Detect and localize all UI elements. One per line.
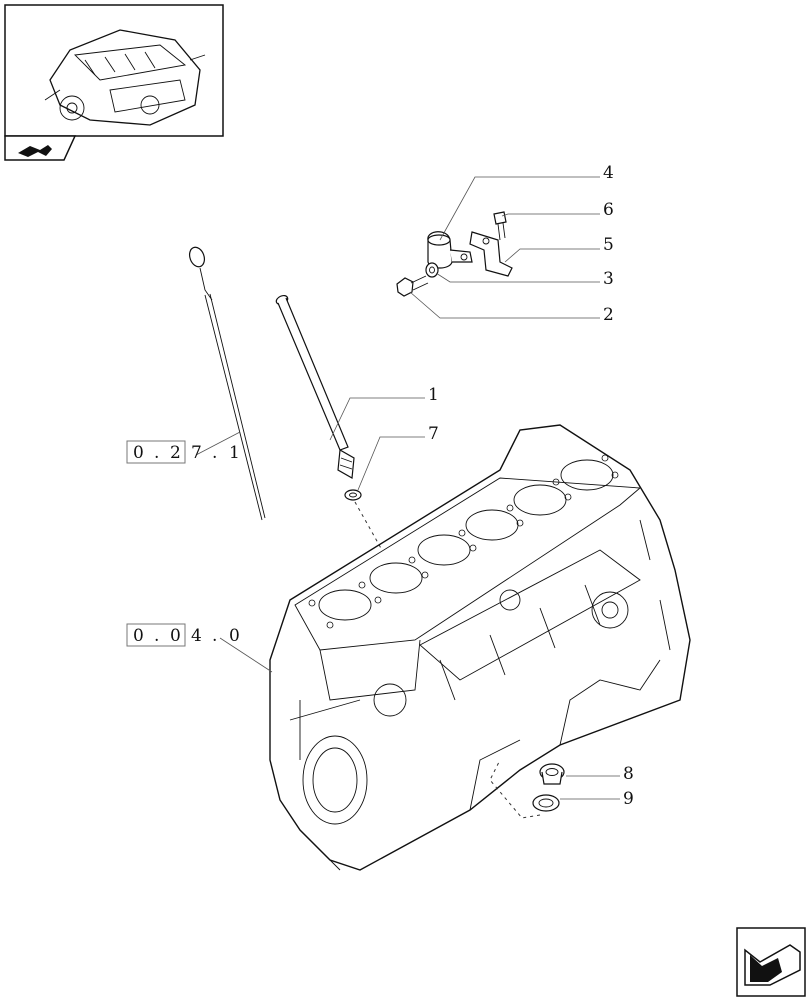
part-3-washer	[425, 262, 439, 278]
assembly-axis-plug	[489, 759, 541, 819]
ref-a-digit-2: 2	[170, 443, 181, 463]
callout-labels: 4 6 5 3 2 1 7 8 9	[428, 163, 634, 809]
callout-8[interactable]: 8	[623, 764, 634, 784]
callout-3[interactable]: 3	[603, 269, 614, 289]
ref-b-dot-1: .	[154, 626, 159, 646]
part-9-washer	[532, 794, 560, 812]
callout-6[interactable]: 6	[603, 200, 614, 220]
part-6-screw	[493, 211, 507, 241]
dipstick	[188, 246, 266, 521]
engine-thumbnail-icon	[44, 29, 206, 126]
part-5-bracket	[469, 231, 513, 277]
ref-b-digit-2: 0	[170, 626, 181, 646]
ref-b-digit-1: 0	[133, 626, 144, 646]
ref-b-digit-3: 4	[191, 626, 202, 646]
callout-2[interactable]: 2	[603, 305, 614, 325]
ref-a-digit-4: 1	[229, 443, 240, 463]
part-1-tube	[275, 294, 355, 479]
callout-4[interactable]: 4	[603, 163, 614, 183]
ref-a-digit-3: 7	[191, 443, 202, 463]
engine-block	[269, 424, 691, 871]
part-8-plug	[539, 763, 565, 785]
next-page-arrow-icon	[744, 944, 801, 986]
assembly-axis-tube	[354, 501, 383, 551]
callout-1[interactable]: 1	[428, 385, 439, 405]
ref-b-digit-4: 0	[229, 626, 240, 646]
ref-a-digit-1: 0	[133, 443, 144, 463]
callout-7[interactable]: 7	[428, 424, 439, 444]
leader-lines	[195, 176, 620, 800]
section-reference-0040[interactable]: 0 . 0 4 . 0	[126, 623, 240, 647]
part-7-seal	[344, 489, 362, 501]
callout-5[interactable]: 5	[603, 235, 614, 255]
engine-thumbnail[interactable]	[4, 4, 224, 137]
next-page-button[interactable]	[736, 927, 806, 997]
back-arrow-icon	[18, 145, 52, 157]
ref-a-dot-1: .	[154, 443, 159, 463]
ref-a-dot-2: .	[212, 443, 217, 463]
ref-b-dot-2: .	[212, 626, 217, 646]
part-4-clamp	[427, 231, 473, 269]
part-2-bolt	[396, 275, 429, 297]
callout-9[interactable]: 9	[623, 789, 634, 809]
section-reference-0271[interactable]: 0 . 2 7 . 1	[126, 440, 240, 464]
back-nav-tab[interactable]	[4, 135, 77, 161]
